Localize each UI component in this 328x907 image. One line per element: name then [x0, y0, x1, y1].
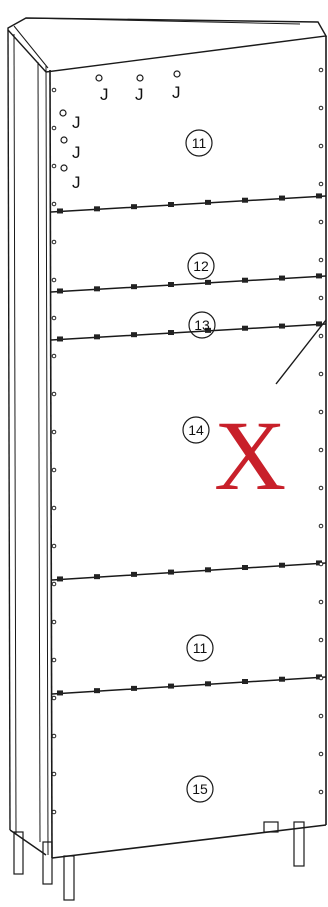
hardware-label-j: J [72, 173, 81, 192]
cabinet-legs [13, 821, 305, 901]
screw [168, 282, 174, 288]
edge-screw [318, 371, 324, 377]
hardware-label-j: J [135, 85, 144, 104]
screw [168, 330, 174, 336]
edge-screw [51, 87, 57, 93]
screw [316, 273, 322, 279]
edge-screw [51, 429, 57, 435]
edge-screw [318, 143, 324, 149]
edge-screw [318, 789, 324, 795]
hardware-label-j: J [72, 113, 81, 132]
screw [57, 208, 63, 214]
edge-screw [318, 67, 324, 73]
edge-screw [318, 637, 324, 643]
edge-screw [318, 561, 324, 567]
screw [131, 685, 137, 691]
panel-number-12: 12 [193, 258, 209, 274]
edge-screw [51, 239, 57, 245]
screw [94, 206, 100, 212]
screw [94, 688, 100, 694]
edge-screw [51, 391, 57, 397]
edge-screw [51, 201, 57, 207]
edge-screw [51, 809, 57, 815]
screw [205, 681, 211, 687]
edge-screw [51, 315, 57, 321]
edge-screw [51, 619, 57, 625]
panel-screws [51, 67, 324, 815]
screw [279, 195, 285, 201]
edge-screw [318, 751, 324, 757]
screw [242, 197, 248, 203]
hardware-j-marks: J J J J J J [59, 70, 181, 192]
panel-number-15: 15 [192, 781, 208, 797]
edge-screw [51, 467, 57, 473]
screw [242, 565, 248, 571]
panel-number-callouts: 11 12 13 14 11 15 [182, 129, 216, 803]
screw [94, 574, 100, 580]
screw [131, 332, 137, 338]
edge-screw [318, 181, 324, 187]
edge-screw [51, 505, 57, 511]
edge-screw [318, 105, 324, 111]
callout-mark-x: X [214, 400, 286, 511]
edge-screw [51, 581, 57, 587]
screw [168, 569, 174, 575]
screw [57, 690, 63, 696]
screw [279, 562, 285, 568]
edge-screw [318, 713, 324, 719]
screw [316, 321, 322, 327]
screw [242, 679, 248, 685]
screw [57, 288, 63, 294]
edge-screw [51, 125, 57, 131]
edge-screw [318, 333, 324, 339]
edge-screw [51, 163, 57, 169]
edge-screw [318, 485, 324, 491]
screw [205, 279, 211, 285]
screw [57, 336, 63, 342]
edge-screw [51, 277, 57, 283]
screw [131, 204, 137, 210]
screw [168, 683, 174, 689]
edge-screw [51, 353, 57, 359]
edge-screw [318, 447, 324, 453]
cabinet-outline [7, 17, 328, 859]
screw [57, 576, 63, 582]
edge-screw [318, 295, 324, 301]
screw [279, 275, 285, 281]
screw [94, 286, 100, 292]
screw [131, 571, 137, 577]
screw [279, 676, 285, 682]
edge-screw [51, 543, 57, 549]
screw [205, 199, 211, 205]
screw [242, 277, 248, 283]
hardware-label-j: J [100, 85, 109, 104]
panel-number-11: 11 [192, 135, 207, 151]
screw [205, 327, 211, 333]
screw [205, 567, 211, 573]
edge-screw [318, 599, 324, 605]
screw [279, 323, 285, 329]
panel-number-14: 14 [188, 422, 204, 438]
edge-screw [318, 257, 324, 263]
screw [168, 202, 174, 208]
screw [94, 334, 100, 340]
screw [131, 284, 137, 290]
edge-screw [51, 657, 57, 663]
edge-screw [318, 675, 324, 681]
edge-screw [51, 771, 57, 777]
edge-screw [318, 523, 324, 529]
edge-screw [51, 733, 57, 739]
screw [242, 325, 248, 331]
panel-number-11: 11 [193, 640, 208, 656]
panel-number-13: 13 [194, 317, 210, 333]
x-callout: X [214, 319, 327, 511]
edge-screw [51, 695, 57, 701]
edge-screw [318, 219, 324, 225]
hardware-label-j: J [172, 83, 181, 102]
screw [316, 193, 322, 199]
edge-screw [318, 409, 324, 415]
hardware-label-j: J [72, 143, 81, 162]
